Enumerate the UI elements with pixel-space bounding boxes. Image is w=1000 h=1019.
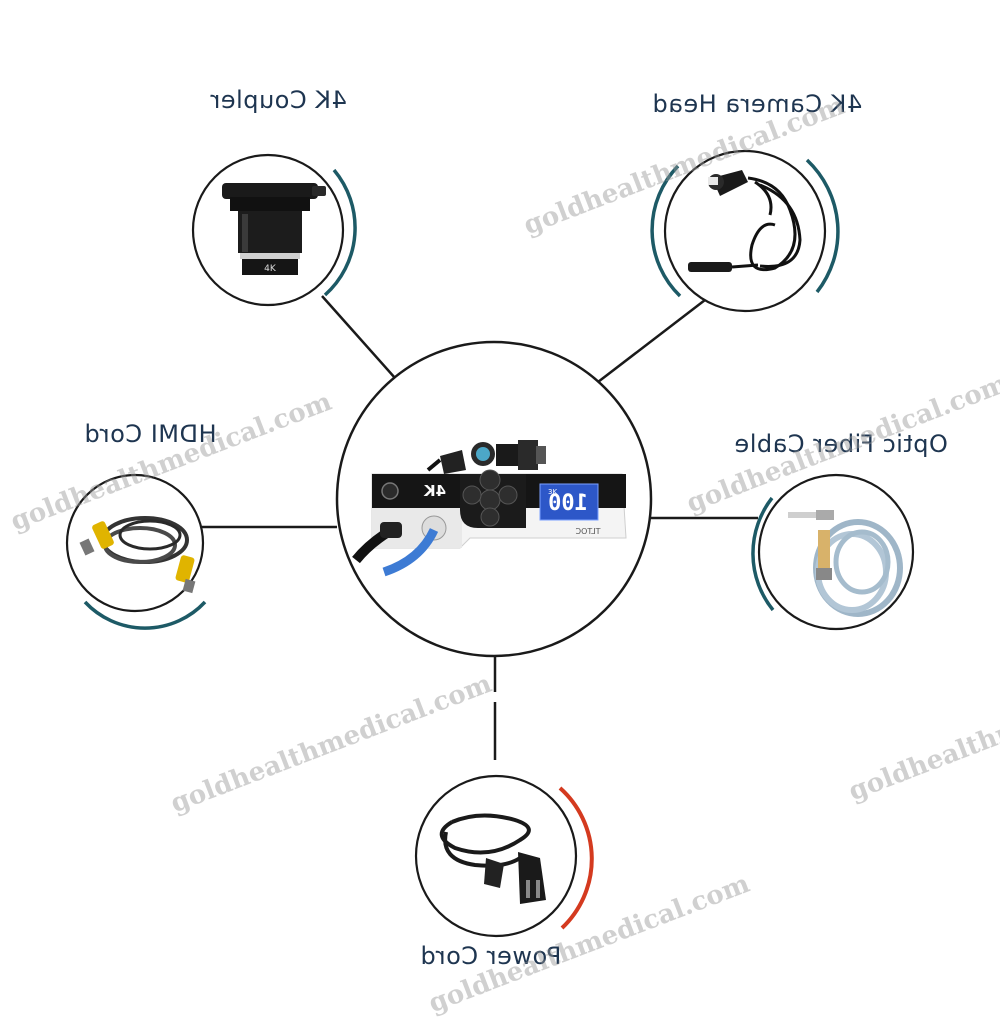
brand-badge: 4K: [423, 482, 446, 500]
camera-head-accent-arc-left: [650, 164, 682, 298]
display-value: 100: [548, 491, 588, 516]
fiber-accent-arc: [751, 496, 775, 612]
display-tag: 3K: [548, 488, 557, 496]
camera-head-accent-arc-right: [805, 158, 840, 294]
hdmi-circle: [65, 473, 205, 613]
hdmi-cord-image: [79, 516, 196, 594]
power-cord-image: [439, 813, 546, 904]
model-label: TLTOC: [575, 527, 601, 536]
connector-camera-head: [597, 299, 706, 383]
fiber-cable-image: [788, 510, 903, 617]
coupler-badge: 4K: [264, 264, 277, 274]
camera-head-image: [688, 170, 802, 272]
power-circle: [414, 774, 578, 938]
power-accent-arc: [558, 786, 594, 930]
hdmi-accent-arc: [83, 600, 207, 630]
connector-coupler: [321, 295, 396, 379]
coupler-image: 4K: [222, 183, 326, 275]
label-4k-coupler: 4K Coupler: [210, 86, 347, 114]
camera-control-unit-image: 4K 100 3K TLTOC: [352, 440, 627, 577]
coupler-accent-arc: [323, 168, 357, 297]
